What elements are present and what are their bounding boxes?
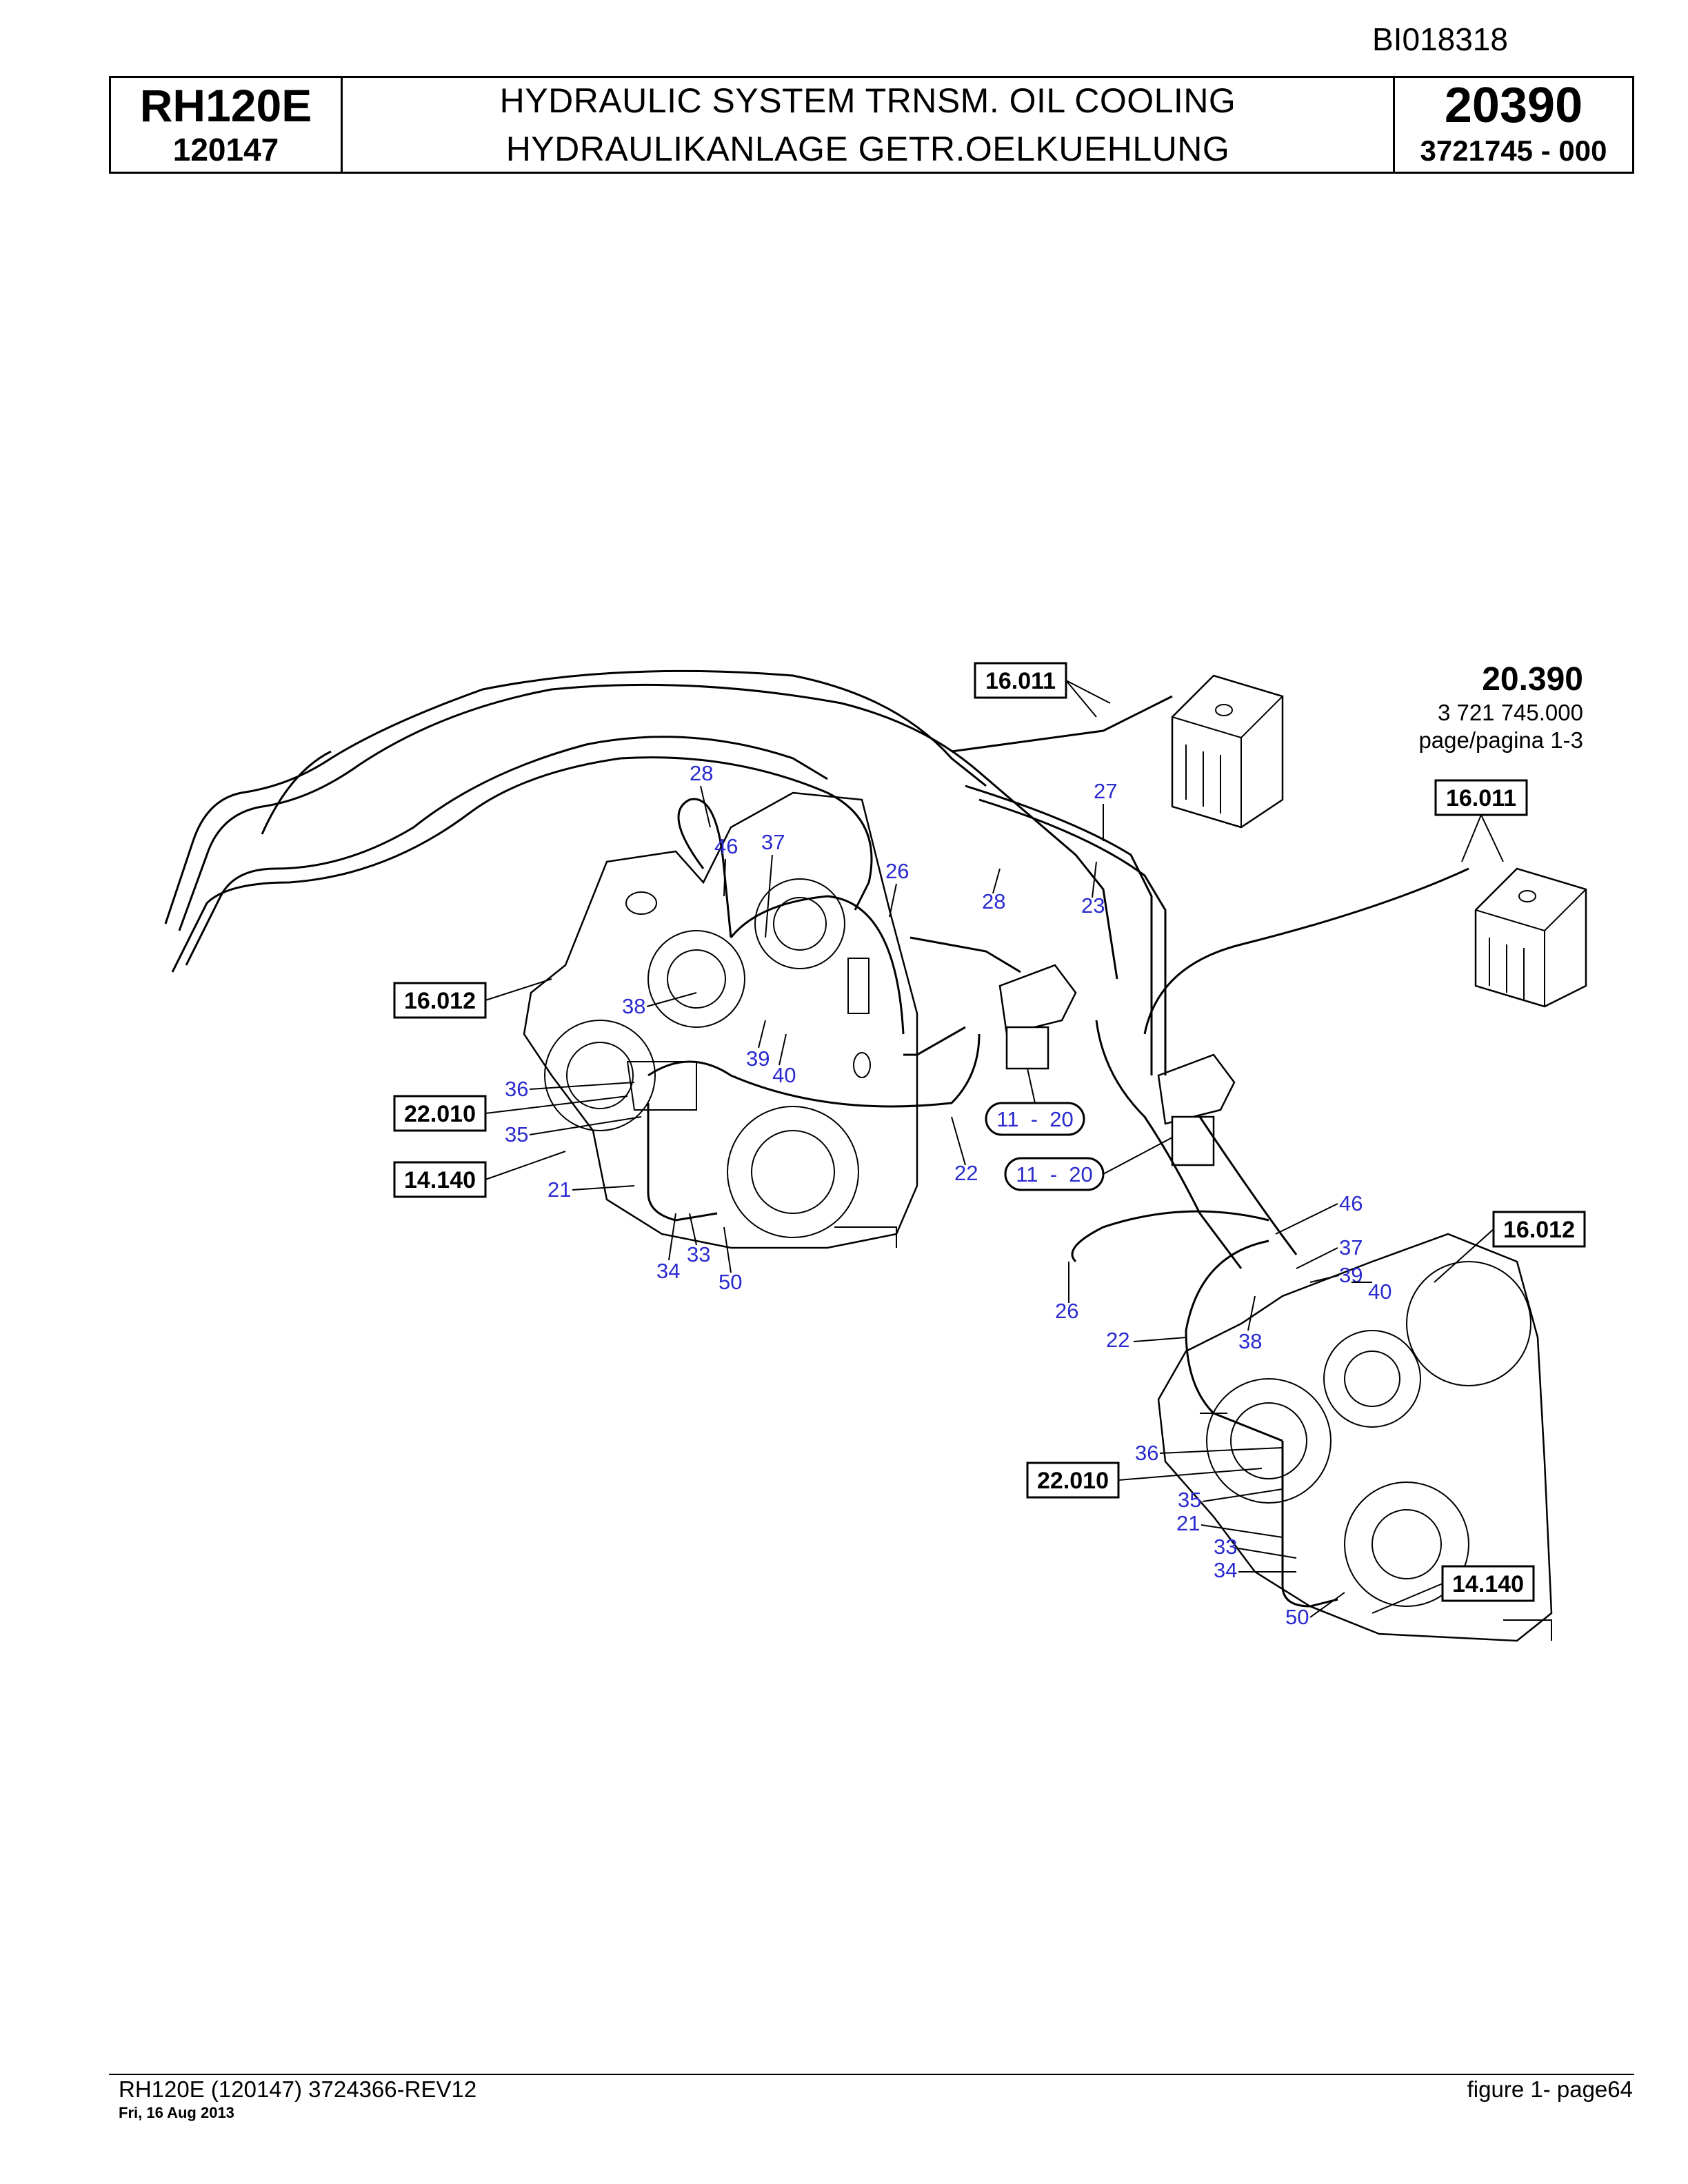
callout-r26: 26 [1055,1299,1078,1323]
callout-34: 34 [656,1259,680,1283]
ref-pill-left: 11 - 20 [985,1068,1085,1136]
callout-50: 50 [719,1270,742,1294]
ref-box-label: 16.011 [1446,785,1516,811]
model-cell: RH120E 120147 [111,78,343,172]
callout-r33: 33 [1214,1535,1237,1559]
ref-box-16012-right: 16.012 [1434,1211,1586,1283]
ref-box-16012-left: 16.012 [393,978,552,1019]
ref-box-14140-left: 14.140 [393,1151,566,1198]
ref-box-22010-left: 22.010 [393,1095,628,1132]
callout-35: 35 [505,1122,528,1146]
ref-box-label: 22.010 [404,1101,476,1127]
ref-box-16011-right: 16.011 [1434,779,1528,862]
footer-date: Fri, 16 Aug 2013 [119,2104,234,2121]
ref-box-label: 14.140 [1452,1571,1524,1597]
ref-pill-label: 11 - 20 [996,1107,1073,1131]
footer-divider [109,2074,1634,2075]
callout-23: 23 [1081,893,1105,918]
part-number: 3721745 - 000 [1420,134,1607,167]
ref-box-label: 16.011 [985,668,1056,694]
page-ref-group: 20.390 [1482,661,1583,698]
page-ref-number: 3 721 745.000 [1437,700,1583,725]
ref-box-label: 16.012 [1503,1217,1575,1243]
ref-pill-right: 11 - 20 [1004,1137,1173,1191]
ref-box-14140-right: 14.140 [1372,1565,1535,1614]
callout-r39: 39 [1339,1263,1363,1287]
ref-pill-label: 11 - 20 [1016,1162,1092,1186]
callout-37: 37 [761,830,785,854]
title-german: HYDRAULIKANLAGE GETR.OELKUEHLUNG [505,130,1230,168]
header-table: RH120E 120147 HYDRAULIC SYSTEM TRNSM. OI… [109,76,1634,174]
callout-21: 21 [547,1177,571,1202]
page-reference: 20.390 3 721 745.000 page/pagina 1-3 [1358,660,1583,754]
ref-box-16011-top: 16.011 [974,662,1111,718]
callout-33: 33 [687,1242,710,1266]
callout-r22: 22 [1106,1328,1129,1352]
callouts-right: 46 37 39 40 26 22 38 36 35 21 33 34 50 [1055,1191,1391,1629]
callout-36: 36 [505,1077,528,1101]
hose-bundle [164,669,1469,1608]
group-number: 20390 [1444,78,1583,133]
oil-cooler-top [1171,674,1284,829]
callout-28: 28 [982,889,1005,913]
callout-r21: 21 [1176,1511,1200,1535]
ref-box-label: 16.012 [404,988,476,1014]
ref-box-label: 22.010 [1037,1468,1109,1494]
footer-page-ref: figure 1- page64 [1467,2076,1633,2102]
callout-r35: 35 [1178,1488,1201,1512]
callout-r37: 37 [1339,1235,1363,1260]
filter-right [1157,1053,1236,1166]
ref-box-22010-right: 22.010 [1026,1462,1263,1499]
callout-r40: 40 [1368,1280,1391,1304]
oil-cooler-bottom [1474,867,1587,1008]
callout-r34: 34 [1214,1558,1237,1582]
page-ref-page: page/pagina 1-3 [1418,727,1583,753]
callout-26: 26 [885,859,909,883]
callouts-left: 28 27 46 37 26 28 23 38 39 40 36 35 21 2… [505,761,1117,1294]
callout-39: 39 [746,1046,770,1071]
group-cell: 20390 3721745 - 000 [1395,78,1632,172]
callout-r36: 36 [1135,1441,1158,1465]
callout-27: 27 [1094,779,1117,803]
callout-38: 38 [622,994,645,1018]
ref-box-label: 14.140 [404,1167,476,1193]
filter-left [998,964,1077,1070]
callout-40: 40 [772,1063,796,1087]
callout-r46: 46 [1339,1191,1363,1215]
callout-r50: 50 [1285,1605,1309,1629]
document-id: BI018318 [1372,21,1508,57]
callout-r38: 38 [1238,1329,1262,1353]
model-name: RH120E [139,80,312,131]
left-gearbox [523,791,918,1249]
right-gearbox [1157,1233,1553,1642]
title-english: HYDRAULIC SYSTEM TRNSM. OIL COOLING [499,81,1236,120]
callout-22: 22 [954,1161,978,1185]
footer-document-ref: RH120E (120147) 3724366-REV12 [119,2076,477,2102]
serial-number: 120147 [172,132,279,168]
title-cell: HYDRAULIC SYSTEM TRNSM. OIL COOLING HYDR… [343,78,1395,172]
callout-46: 46 [714,834,738,858]
callout-28-top: 28 [690,761,713,785]
